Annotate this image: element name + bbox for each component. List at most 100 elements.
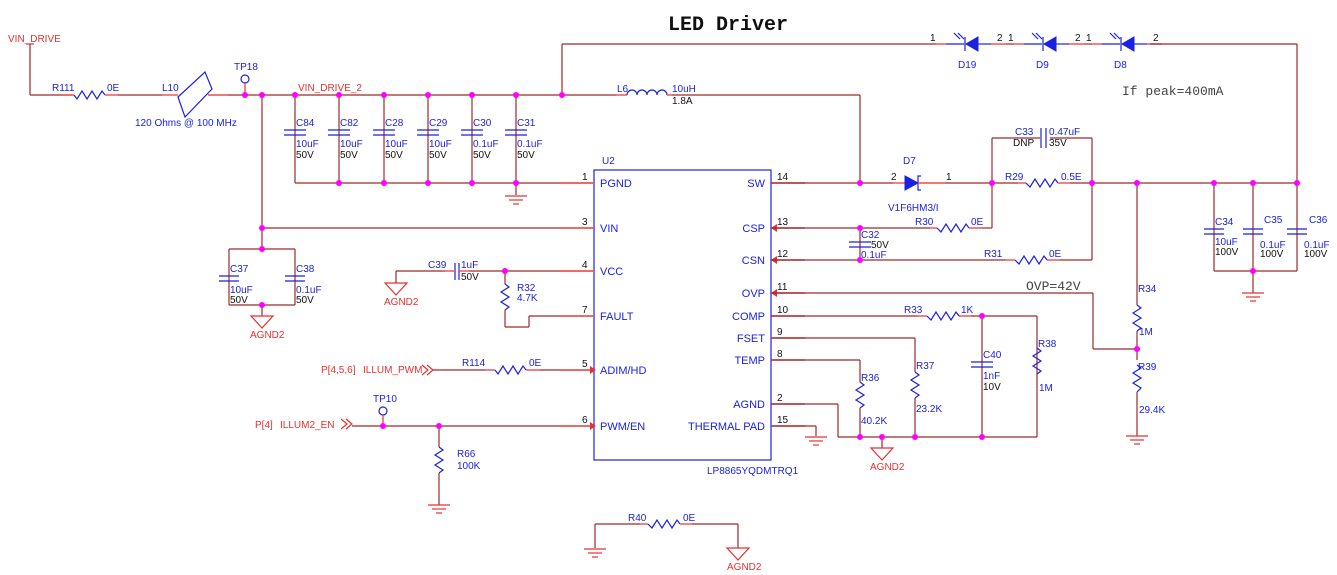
svg-text:2: 2: [777, 393, 783, 404]
resistor-r30[interactable]: R30 0E: [915, 217, 984, 234]
svg-text:PWM/EN: PWM/EN: [600, 421, 645, 433]
svg-text:C28: C28: [385, 118, 404, 129]
svg-text:VCC: VCC: [600, 266, 623, 278]
capacitor-c34[interactable]: C34 10uF 100V: [1204, 217, 1239, 258]
svg-text:P[4,5,6]: P[4,5,6]: [321, 365, 356, 376]
net-label-illum2-en: ILLUM2_EN: [280, 420, 334, 431]
test-point-tp18[interactable]: TP18: [234, 62, 258, 95]
inductor-l6[interactable]: L6 10uH 1.8A: [616, 84, 696, 107]
sheet-title: LED Driver: [668, 14, 788, 37]
resistor-r32[interactable]: R32 4.7K: [499, 283, 538, 311]
svg-text:TP10: TP10: [373, 394, 397, 405]
junction-dot: [857, 225, 863, 231]
svg-text:2: 2: [1153, 33, 1159, 44]
svg-text:V1F6HM3/I: V1F6HM3/I: [888, 203, 939, 214]
svg-text:10uH: 10uH: [672, 84, 696, 95]
capacitor-c38[interactable]: C38 0.1uF 50V: [285, 264, 322, 306]
svg-text:R33: R33: [904, 305, 923, 316]
capacitor-c36[interactable]: C36 0.1uF 100V: [1287, 215, 1330, 260]
svg-text:R114: R114: [462, 358, 486, 369]
resistor-r111[interactable]: R111 0E: [52, 83, 120, 101]
resistor-r38[interactable]: R38 1M: [1031, 339, 1057, 394]
capacitor-c32[interactable]: C32 50V 0.1uF: [849, 230, 889, 261]
resistor-r36[interactable]: R36 40.2K: [854, 373, 887, 427]
resistor-r31[interactable]: R31 0E: [984, 249, 1062, 266]
svg-text:14: 14: [777, 172, 789, 183]
resistor-r114[interactable]: R114 0E: [462, 358, 542, 376]
svg-text:0E: 0E: [1049, 249, 1062, 260]
resistor-r66[interactable]: R66 100K: [433, 446, 481, 474]
svg-text:2: 2: [891, 172, 897, 183]
ferrite-l10[interactable]: L10 120 Ohms @ 100 MHz: [135, 70, 237, 129]
resistor-r29[interactable]: R29 0.5E: [1005, 172, 1082, 189]
svg-text:R36: R36: [861, 373, 880, 384]
svg-text:R29: R29: [1005, 172, 1024, 183]
svg-text:1.8A: 1.8A: [672, 96, 693, 107]
junction-dot: [1134, 180, 1140, 186]
resistor-r33[interactable]: R33 1K: [904, 305, 974, 322]
capacitor-c40[interactable]: C40 1nF 10V: [971, 350, 1002, 393]
resistor-r40[interactable]: R40 0E: [628, 513, 696, 530]
net-label-vin-drive-2: VIN_DRIVE_2: [298, 83, 362, 94]
svg-text:AGND2: AGND2: [870, 462, 905, 473]
test-point-tp10[interactable]: TP10: [373, 394, 397, 426]
junction-dot: [336, 92, 342, 98]
svg-text:1nF: 1nF: [983, 371, 1000, 382]
svg-text:12: 12: [777, 249, 789, 260]
capacitor-c35[interactable]: C35 0.1uF 100V: [1243, 215, 1286, 260]
resistor-r34[interactable]: R34 1M: [1131, 284, 1157, 338]
junction-dot: [259, 302, 265, 308]
svg-text:C35: C35: [1264, 215, 1283, 226]
capacitor-c39[interactable]: C39 1uF 50V: [428, 260, 479, 283]
junction-dot: [979, 313, 985, 319]
junction-dot: [242, 92, 248, 98]
svg-text:R38: R38: [1038, 339, 1057, 350]
svg-text:10: 10: [777, 305, 789, 316]
resistor-r37[interactable]: R37 23.2K: [909, 361, 942, 415]
ic-u2-part: LP8865YQDMTRQ1: [707, 466, 799, 477]
svg-text:4: 4: [582, 260, 588, 271]
svg-text:10V: 10V: [983, 382, 1001, 393]
capacitor-c33[interactable]: C33 DNP 0.47uF 35V: [1013, 127, 1080, 149]
junction-dot: [469, 180, 475, 186]
capacitor-c37[interactable]: C37 10uF 50V: [219, 264, 253, 306]
svg-text:C39: C39: [428, 260, 447, 271]
svg-text:11: 11: [777, 282, 788, 293]
diode-d7[interactable]: D7 V1F6HM3/I 2 1: [888, 156, 952, 214]
svg-text:VIN: VIN: [600, 223, 618, 235]
ic-u2-body[interactable]: [593, 169, 772, 461]
net-label-agnd2: AGND2: [250, 330, 285, 341]
svg-text:C31: C31: [517, 118, 536, 129]
svg-text:OVP: OVP: [742, 288, 765, 300]
svg-text:3: 3: [582, 217, 588, 228]
svg-text:D19: D19: [958, 60, 977, 71]
svg-text:C38: C38: [296, 264, 315, 275]
svg-text:THERMAL PAD: THERMAL PAD: [688, 421, 765, 433]
junction-dot: [380, 423, 386, 429]
resistor-r39[interactable]: R39 29.4K: [1131, 362, 1165, 416]
